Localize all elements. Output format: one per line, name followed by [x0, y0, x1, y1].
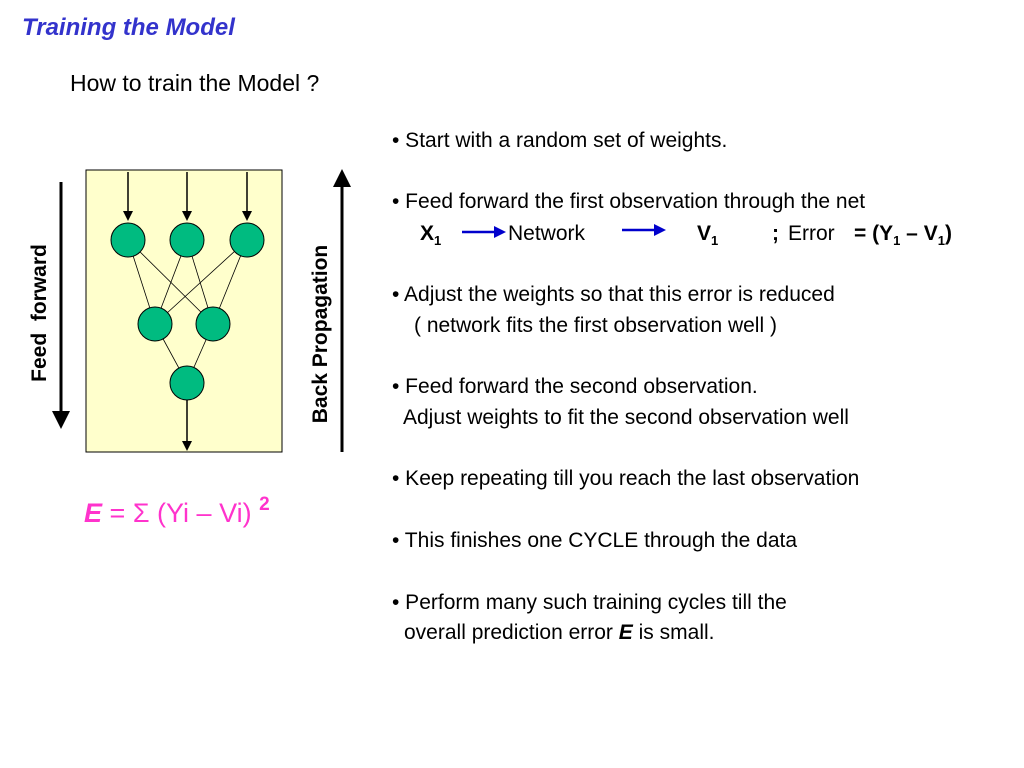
slide-title: Training the Model [22, 14, 235, 41]
formula-power: 2 [259, 494, 270, 515]
error-formula: E = Σ (Yi – Vi) 2 [84, 494, 270, 529]
flow-network: Network [508, 222, 586, 245]
feed-forward-label: Feed forward [28, 244, 51, 382]
neural-network-diagram [52, 169, 351, 453]
bullet-repeat: • Keep repeating till you reach the last… [392, 467, 860, 490]
formula-equals: = [109, 498, 126, 528]
flow-arrow-2 [622, 224, 666, 236]
bullet-start: • Start with a random set of weights. [392, 129, 728, 152]
bullet-perform-cont: overall prediction error E is small. [404, 621, 715, 644]
bullet-cycle: • This finishes one CYCLE through the da… [392, 529, 798, 552]
input-node-2 [169, 222, 205, 258]
hidden-node-2 [195, 306, 231, 342]
input-node-1 [110, 222, 146, 258]
flow-semicolon: ; [772, 222, 779, 245]
bullet-adjust: • Adjust the weights so that this error … [392, 283, 835, 306]
flow-x: X1 [420, 222, 442, 248]
flow-error-label: Error [788, 222, 835, 245]
bullet-feed-forward: • Feed forward the first observation thr… [392, 190, 866, 213]
flow-arrow-1 [462, 226, 506, 238]
bullet-perform: • Perform many such training cycles till… [392, 591, 787, 614]
bullet-second-adjust: Adjust weights to fit the second observa… [403, 406, 849, 429]
flow-v: V1 [697, 222, 719, 248]
formula-expr: (Yi – Vi) [157, 498, 252, 528]
network-panel [85, 169, 283, 453]
flow-error-formula: = (Y1 – V1) [854, 222, 952, 248]
formula-symbol: E [84, 498, 103, 528]
hidden-node-1 [137, 306, 173, 342]
back-propagation-label: Back Propagation [309, 244, 332, 424]
bullet-second-observation: • Feed forward the second observation. [392, 375, 758, 398]
bullet-adjust-note: ( network fits the first observation wel… [414, 314, 777, 337]
input-node-3 [229, 222, 265, 258]
subtitle: How to train the Model ? [70, 70, 320, 96]
output-node [169, 365, 205, 401]
formula-sigma: Σ [132, 498, 150, 528]
